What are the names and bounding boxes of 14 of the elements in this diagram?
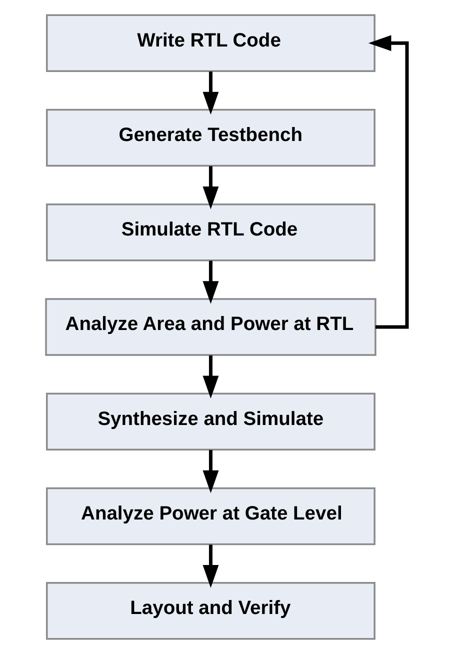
node-box: Simulate RTL Code: [46, 203, 375, 262]
node-box: Synthesize and Simulate: [46, 392, 375, 451]
node-box: Write RTL Code: [46, 14, 375, 72]
node-box: Generate Testbench: [46, 108, 375, 167]
arrow: [202, 544, 218, 588]
node-box: Analyze Power at Gate Level: [46, 487, 375, 546]
node-box: Layout and Verify: [46, 582, 375, 640]
arrow: [202, 355, 218, 399]
node-box: Analyze Area and Power at RTL: [44, 298, 376, 356]
arrow: [202, 72, 218, 115]
arrow: [202, 450, 218, 494]
arrow: [202, 260, 218, 304]
arrow: [368, 35, 408, 329]
arrow: [202, 166, 218, 210]
